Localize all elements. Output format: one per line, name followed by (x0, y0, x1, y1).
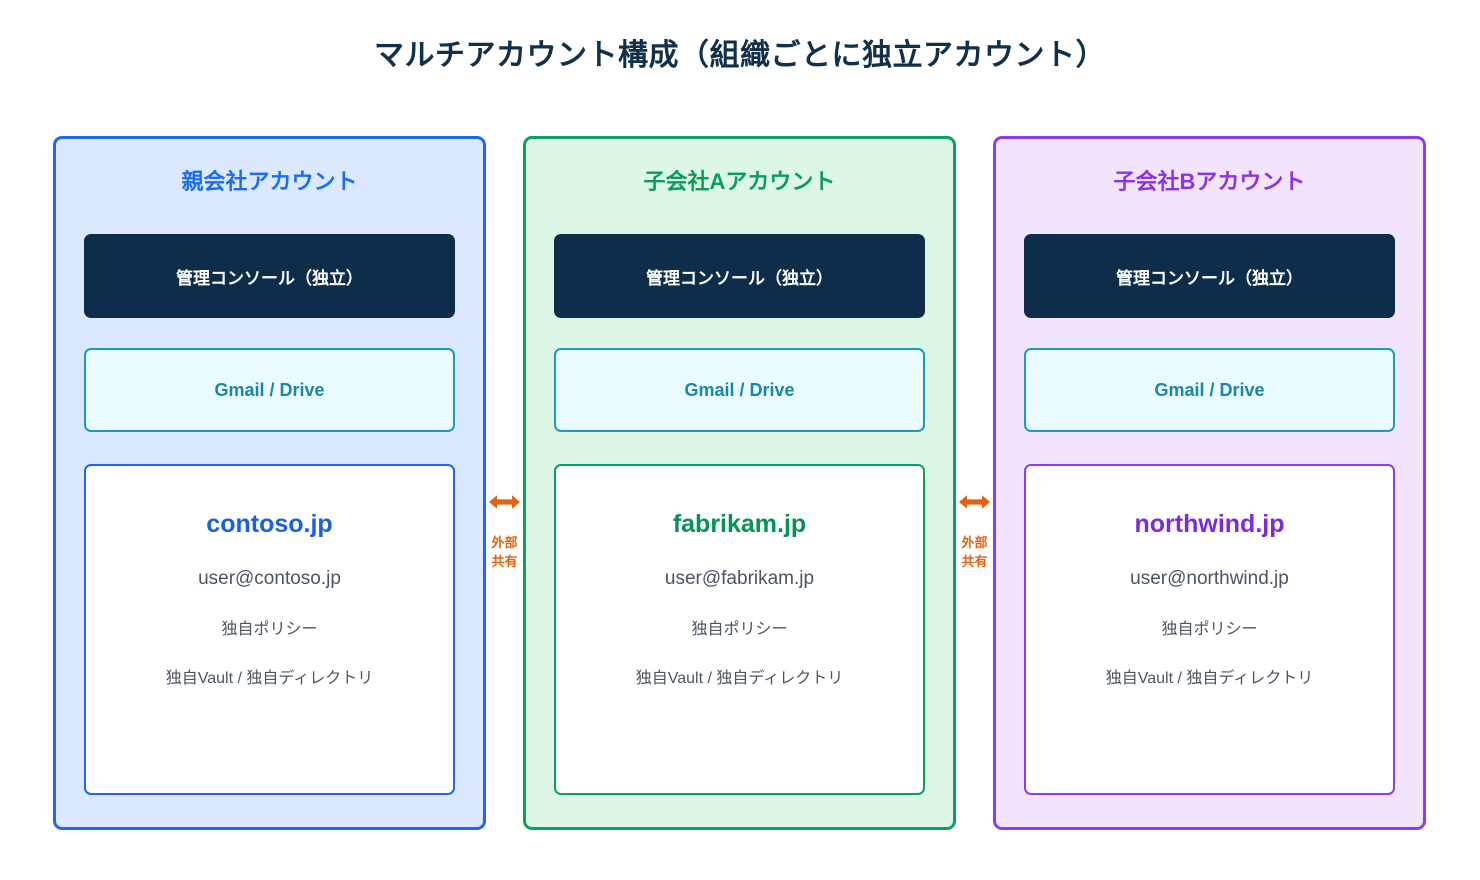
domain-email: user@contoso.jp (198, 568, 341, 590)
connector-gap-2: 外部 共有 (956, 136, 993, 830)
domain-card[interactable]: fabrikam.jp user@fabrikam.jp 独自ポリシー 独自Va… (554, 464, 925, 795)
account-panel-subsidiary-a[interactable]: 子会社Aアカウント 管理コンソール（独立） Gmail / Drive fabr… (523, 136, 956, 830)
admin-console-box[interactable]: 管理コンソール（独立） (84, 234, 455, 319)
domain-name: northwind.jp (1134, 510, 1285, 539)
domain-name: fabrikam.jp (672, 510, 807, 539)
double-arrow-horizontal-icon (958, 492, 991, 512)
connector-label: 外部 共有 (491, 534, 517, 572)
domain-extra: 独自Vault / 独自ディレクトリ (165, 670, 374, 688)
services-box[interactable]: Gmail / Drive (554, 348, 925, 433)
domain-policy: 独自ポリシー (221, 621, 318, 639)
account-panel-title: 親会社アカウント (181, 169, 358, 194)
domain-extra: 独自Vault / 独自ディレクトリ (1105, 670, 1314, 688)
domain-name: contoso.jp (206, 510, 333, 539)
connector-gap-1: 外部 共有 (486, 136, 523, 830)
account-columns: 親会社アカウント 管理コンソール（独立） Gmail / Drive conto… (53, 136, 1427, 830)
domain-email: user@fabrikam.jp (664, 568, 815, 590)
account-panel-subsidiary-b[interactable]: 子会社Bアカウント 管理コンソール（独立） Gmail / Drive nort… (993, 136, 1426, 830)
double-arrow-horizontal-icon (488, 492, 521, 512)
account-panel-parent[interactable]: 親会社アカウント 管理コンソール（独立） Gmail / Drive conto… (53, 136, 486, 830)
external-share-connector-2: 外部 共有 (956, 492, 993, 572)
external-share-connector-1: 外部 共有 (486, 492, 523, 572)
domain-policy: 独自ポリシー (691, 621, 788, 639)
admin-console-box[interactable]: 管理コンソール（独立） (1024, 234, 1395, 319)
admin-console-box[interactable]: 管理コンソール（独立） (554, 234, 925, 319)
domain-email: user@northwind.jp (1130, 568, 1289, 590)
connector-label-line-2: 共有 (961, 553, 988, 569)
connector-label-line-1: 外部 (491, 535, 518, 550)
domain-card[interactable]: northwind.jp user@northwind.jp 独自ポリシー 独自… (1024, 464, 1395, 795)
page-title: マルチアカウント構成（組織ごとに独立アカウント） (374, 39, 1106, 72)
account-panel-title: 子会社Aアカウント (643, 169, 836, 194)
domain-card[interactable]: contoso.jp user@contoso.jp 独自ポリシー 独自Vaul… (84, 464, 455, 795)
services-box[interactable]: Gmail / Drive (84, 348, 455, 433)
services-box[interactable]: Gmail / Drive (1024, 348, 1395, 433)
connector-label: 外部 共有 (961, 534, 987, 572)
domain-extra: 独自Vault / 独自ディレクトリ (635, 670, 844, 688)
connector-label-line-2: 共有 (491, 553, 518, 569)
domain-policy: 独自ポリシー (1161, 621, 1258, 639)
connector-label-line-1: 外部 (961, 535, 988, 550)
account-panel-title: 子会社Bアカウント (1113, 169, 1306, 194)
